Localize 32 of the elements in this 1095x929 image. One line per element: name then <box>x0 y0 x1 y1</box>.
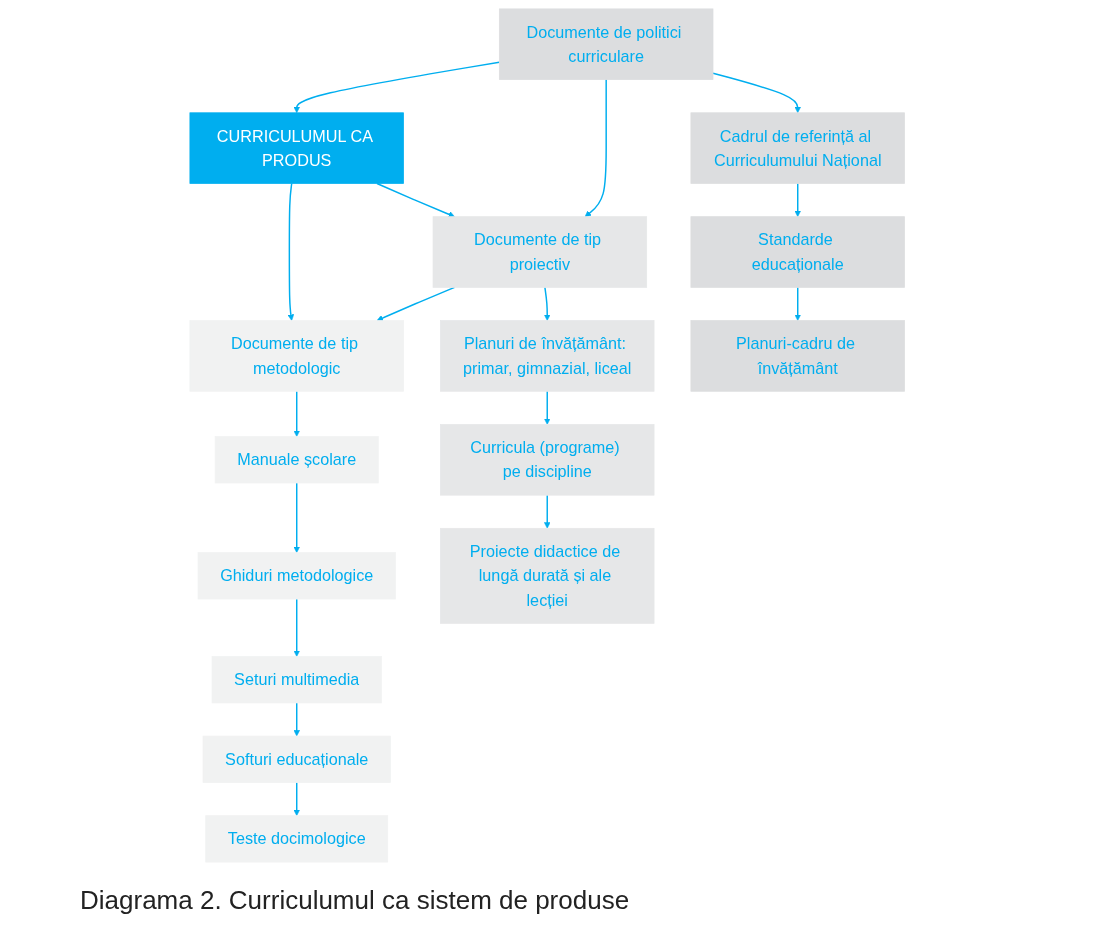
node-box: Manuale școlare <box>215 435 379 483</box>
arrow <box>376 182 456 217</box>
arrow <box>293 597 301 657</box>
arrow <box>544 493 551 529</box>
node-box: Documente de tip proiectiv <box>432 215 648 288</box>
arrow <box>794 182 802 217</box>
arrow <box>544 286 551 321</box>
node-box: Documente de tip metodologic <box>189 319 405 392</box>
arrow <box>293 481 301 553</box>
arrow <box>287 182 295 321</box>
node-box: Ghiduri metodologice <box>197 551 397 599</box>
node-box: Standarde educaționale <box>690 215 906 288</box>
arrow <box>293 701 301 736</box>
node-box: Cadrul de referință al Curriculumului Național <box>690 111 906 184</box>
caption: Diagrama 2. Curriculumul ca sistem de produse <box>80 885 630 916</box>
arrow <box>293 390 301 437</box>
arrow <box>376 286 456 321</box>
node-box: Planuri de învățământ: primar, gimnazial, liceal <box>440 319 655 392</box>
arrow <box>794 286 802 321</box>
node-box: Proiecte didactice de lungă durată și ale lecției <box>440 527 655 624</box>
node-box: Planuri-cadru de învățământ <box>690 319 906 392</box>
arrow <box>544 390 551 425</box>
arrow <box>293 781 301 816</box>
node-box: Softuri educaționale <box>202 735 392 783</box>
node-box: Teste docimologice <box>205 814 389 862</box>
arrow <box>712 72 802 113</box>
arrow <box>585 78 608 217</box>
node-box: Seturi multimedia <box>211 655 383 703</box>
node-box: Documente de politici curriculare <box>499 8 714 80</box>
node-box: Curricula (programe) pe discipline <box>440 423 655 496</box>
arrow <box>293 60 501 113</box>
node-box: CURRICULUMUL CA PRODUS <box>189 111 405 184</box>
